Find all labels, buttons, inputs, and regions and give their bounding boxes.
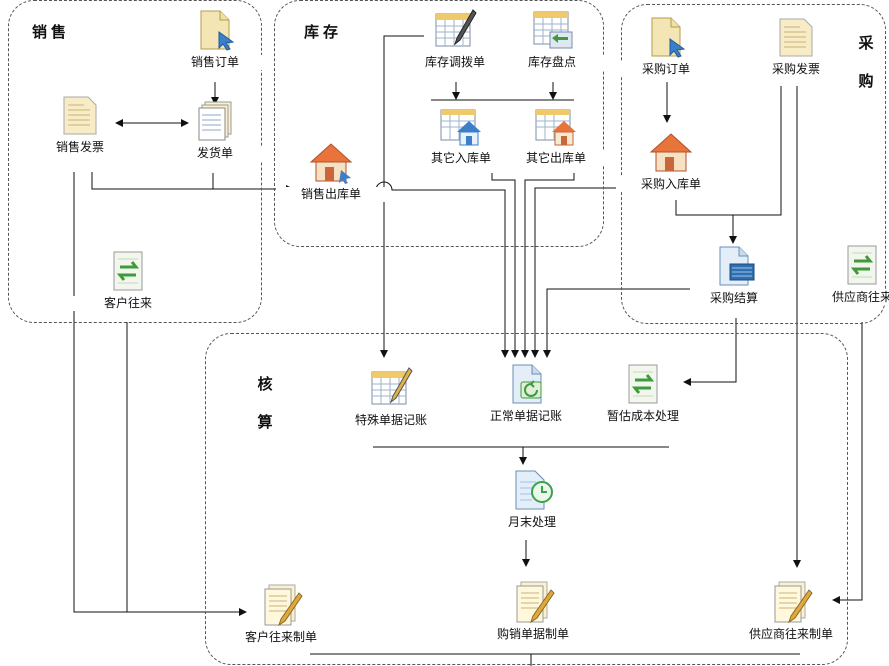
node-stock-count[interactable]: 库存盘点 xyxy=(497,8,607,70)
node-customer-account[interactable]: 客户往来 xyxy=(73,249,183,311)
node-estimated-cost[interactable]: 暂估成本处理 xyxy=(588,362,698,424)
node-customer-voucher[interactable]: 客户往来制单 xyxy=(226,583,336,645)
node-sales-outbound[interactable]: 销售出库单 xyxy=(276,140,386,202)
invoice-icon xyxy=(779,18,813,57)
node-sales-invoice[interactable]: 销售发票 xyxy=(25,93,135,155)
sales-region xyxy=(8,0,262,323)
invoice-icon xyxy=(63,96,97,135)
other-inbound-label: 其它入库单 xyxy=(406,151,516,166)
sales-order-label: 销售订单 xyxy=(160,55,270,70)
voucher-icon xyxy=(774,581,813,624)
other-outbound-label: 其它出库单 xyxy=(501,151,611,166)
node-month-end[interactable]: 月末处理 xyxy=(477,468,587,530)
node-supplier-voucher[interactable]: 供应商往来制单 xyxy=(736,580,846,642)
node-normal-posting[interactable]: 正常单据记账 xyxy=(471,362,581,424)
stacked-documents-icon xyxy=(198,101,232,141)
spreadsheet-pen-icon xyxy=(371,367,413,405)
inventory-region xyxy=(274,0,604,247)
sales-outbound-label: 销售出库单 xyxy=(276,187,386,202)
sales-invoice-label: 销售发票 xyxy=(25,140,135,155)
posting-icon xyxy=(512,364,542,404)
node-delivery-note[interactable]: 发货单 xyxy=(160,99,270,161)
sales-region-title: 销售 xyxy=(32,23,71,41)
node-stock-transfer[interactable]: 库存调拨单 xyxy=(400,8,510,70)
accounting-region xyxy=(205,333,848,665)
node-other-outbound[interactable]: 其它出库单 xyxy=(501,104,611,166)
node-special-posting[interactable]: 特殊单据记账 xyxy=(336,366,446,428)
warehouse-icon xyxy=(440,109,481,146)
purchase-sales-voucher-label: 购销单据制单 xyxy=(478,627,588,642)
document-icon xyxy=(200,10,235,51)
node-purchase-inbound[interactable]: 采购入库单 xyxy=(616,130,726,192)
inventory-region-title: 库存 xyxy=(304,23,343,41)
accounting-title-char-2: 算 xyxy=(257,413,273,431)
node-supplier-account[interactable]: 供应商往来 xyxy=(807,243,889,305)
customer-voucher-label: 客户往来制单 xyxy=(226,630,336,645)
supplier-account-label: 供应商往来 xyxy=(807,290,889,305)
purchase-settlement-label: 采购结算 xyxy=(679,291,789,306)
purchase-title-char-1: 采 xyxy=(858,34,874,52)
warehouse-icon xyxy=(309,143,353,184)
exchange-icon xyxy=(113,251,143,291)
node-purchase-sales-voucher[interactable]: 购销单据制单 xyxy=(478,580,588,642)
exchange-icon xyxy=(847,245,877,285)
special-posting-label: 特殊单据记账 xyxy=(336,413,446,428)
node-sales-order[interactable]: 销售订单 xyxy=(160,8,270,70)
spreadsheet-pen-icon xyxy=(435,9,477,47)
purchase-title-char-2: 购 xyxy=(858,72,874,90)
accounting-region-title: 核 算 xyxy=(256,365,274,441)
node-other-inbound[interactable]: 其它入库单 xyxy=(406,104,516,166)
estimated-cost-label: 暂估成本处理 xyxy=(588,409,698,424)
purchase-invoice-label: 采购发票 xyxy=(741,62,851,77)
supplier-voucher-label: 供应商往来制单 xyxy=(736,627,846,642)
spreadsheet-icon xyxy=(533,11,573,49)
voucher-icon xyxy=(264,584,303,627)
month-end-label: 月末处理 xyxy=(477,515,587,530)
purchase-region xyxy=(621,4,886,324)
purchase-inbound-label: 采购入库单 xyxy=(616,177,726,192)
warehouse-icon xyxy=(649,133,693,172)
warehouse-icon xyxy=(535,109,576,146)
customer-account-label: 客户往来 xyxy=(73,296,183,311)
purchase-region-title: 采 购 xyxy=(857,24,875,100)
accounting-title-char-1: 核 xyxy=(257,375,273,393)
stock-transfer-label: 库存调拨单 xyxy=(400,55,510,70)
purchase-order-label: 采购订单 xyxy=(611,62,721,77)
stock-count-label: 库存盘点 xyxy=(497,55,607,70)
settlement-icon xyxy=(719,246,755,286)
node-purchase-settlement[interactable]: 采购结算 xyxy=(679,244,789,306)
normal-posting-label: 正常单据记账 xyxy=(471,409,581,424)
document-icon xyxy=(651,17,686,58)
node-purchase-invoice[interactable]: 采购发票 xyxy=(741,15,851,77)
voucher-icon xyxy=(516,581,555,624)
clock-document-icon xyxy=(515,470,553,510)
exchange-icon xyxy=(628,364,658,404)
delivery-note-label: 发货单 xyxy=(160,146,270,161)
node-purchase-order[interactable]: 采购订单 xyxy=(611,15,721,77)
